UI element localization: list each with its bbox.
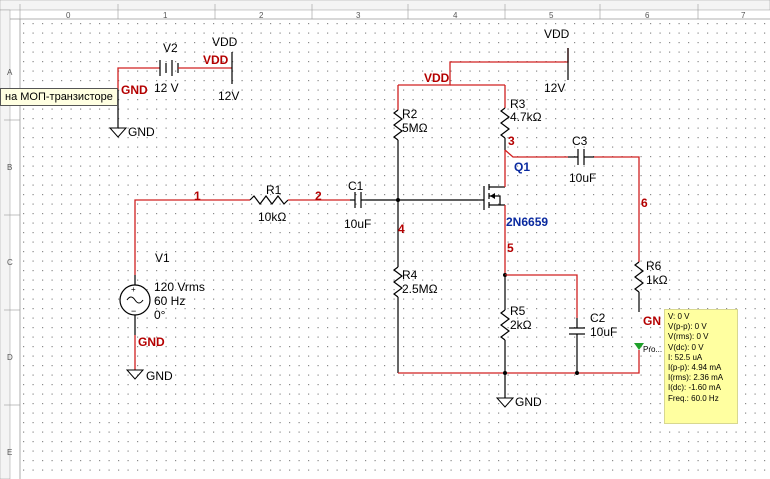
r2-ref: R2 [402,107,418,121]
probe-marker[interactable] [634,343,644,350]
v1-ref: V1 [155,251,170,265]
probe-v: V: 0 V [668,312,690,321]
r1-value: 10kΩ [258,210,286,224]
gnd-label-left: GND [128,125,155,139]
left-ruler: A B C D E [0,9,21,479]
gnd-label-v1: GND [146,369,173,383]
gnd-symbol-bottom[interactable]: GND [495,395,542,409]
c3-ref: C3 [572,134,588,148]
r5-ref: R5 [510,304,526,318]
node-5-label: 5 [507,241,514,255]
ruler-col-7: 7 [741,11,746,20]
r3-resistor[interactable]: R3 4.7kΩ [500,85,542,150]
ruler-col-6: 6 [645,11,650,20]
ruler-row-a: A [7,68,13,77]
svg-text:+: + [131,285,136,294]
gnd-net-right: GN [643,314,661,328]
node-2-label: 2 [315,189,322,203]
gnd-net-left: GND [121,83,148,97]
ruler-row-d: D [7,353,13,362]
wire-drain-c3[interactable] [504,149,568,158]
node-6-label: 6 [641,196,648,210]
c2-ref: C2 [590,311,606,325]
node-3-label: 3 [508,134,515,148]
gnd-symbol-left[interactable]: GND [108,125,155,139]
probe-idc: I(dc): -1.60 mA [668,383,721,393]
q1-mosfet[interactable]: Q1 2N6659 [478,160,548,229]
ruler-col-0: 0 [66,11,71,20]
ruler-row-c: C [7,258,13,267]
grid-background [22,20,770,479]
v1-frequency: 60 Hz [154,294,185,308]
r4-value: 2.5MΩ [402,282,438,296]
r5-value: 2kΩ [510,318,532,332]
c1-value: 10uF [344,217,371,231]
r1-resistor[interactable]: R1 10kΩ [249,183,289,224]
wire-node-6[interactable] [594,156,640,262]
r4-resistor[interactable]: R4 2.5MΩ [393,200,438,373]
probe-freq: Freq.: 60.0 Hz [668,393,719,403]
ruler-col-2: 2 [259,11,264,20]
gnd-symbol-v1[interactable]: GND [125,369,173,383]
wire-ground-rail[interactable] [398,350,640,374]
c3-value: 10uF [569,171,596,185]
v2-ref: V2 [163,41,178,55]
vdd-main-port[interactable]: VDD VDD 12V [398,27,570,95]
c2-value: 10uF [590,325,617,339]
ruler-row-e: E [7,448,12,457]
r5-resistor[interactable]: R5 2kΩ [500,275,532,373]
probe-vpp: V(p-p): 0 V [668,322,707,332]
r3-value: 4.7kΩ [510,110,542,124]
probe-ipp: I(p-p): 4.94 mA [668,363,722,373]
ruler-col-4: 4 [453,11,458,20]
v1-phase: 0° [154,308,166,322]
vdd-port-top-value: 12V [218,89,239,103]
r6-value: 1kΩ [646,273,668,287]
r6-resistor[interactable]: R6 1kΩ [634,259,668,312]
vdd-port-main-value: 12V [544,81,565,95]
vdd-main-net: VDD [424,71,450,85]
probe-readout: V: 0 V V(p-p): 0 V V(rms): 0 V V(dc): 0 … [664,309,738,424]
vdd-port-top: VDD [212,35,238,49]
r2-resistor[interactable]: R2 5MΩ [393,85,428,200]
junction-ground-c2 [575,371,579,375]
r1-ref: R1 [266,183,282,197]
probe-vrms: V(rms): 0 V [668,332,709,342]
ruler-col-3: 3 [356,11,361,20]
node-1-label: 1 [194,189,201,203]
c1-ref: C1 [348,179,364,193]
ruler-col-1: 1 [163,11,168,20]
gnd-label-bottom: GND [515,395,542,409]
v1-ac-source[interactable]: + − V1 120 Vrms 60 Hz 0° GND [119,251,205,370]
probe-vdc: V(dc): 0 V [668,342,704,352]
r4-ref: R4 [402,268,418,282]
gnd-net-v1: GND [138,335,165,349]
hover-tooltip: на МОП-транзисторе [0,88,118,106]
wire-source-c2[interactable] [505,274,578,318]
q1-model: 2N6659 [506,215,548,229]
v2-value: 12 V [154,81,179,95]
q1-ref: Q1 [514,160,530,174]
c2-capacitor[interactable]: C2 10uF [569,311,617,373]
r3-ref: R3 [510,97,526,111]
v2-supply[interactable]: V2 12 V VDD VDD 12V GND [117,35,239,128]
top-ruler: 0 1 2 3 4 5 6 7 [0,0,770,20]
c3-capacitor[interactable]: C3 10uF [568,134,596,185]
svg-text:−: − [131,306,136,316]
ruler-col-5: 5 [549,11,554,20]
ruler-row-b: B [7,163,12,172]
probe-i: I: 52.5 uA [668,352,703,362]
vdd-port-main: VDD [544,27,570,41]
wire-node-1[interactable] [134,199,250,275]
r6-ref: R6 [646,259,662,273]
c1-capacitor[interactable]: C1 10uF [344,179,371,231]
probe-irms: I(rms): 2.36 mA [668,373,724,383]
probe-label: Pro... [643,345,662,354]
r2-value: 5MΩ [402,121,428,135]
node-4-label: 4 [398,222,405,236]
v1-amplitude: 120 Vrms [154,280,205,294]
v2-vdd-net: VDD [203,53,229,67]
